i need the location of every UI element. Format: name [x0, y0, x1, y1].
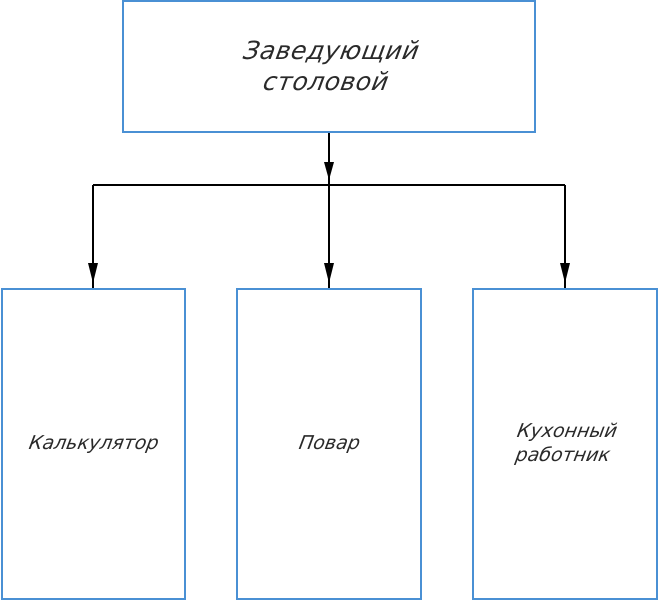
- node-kitchen-worker-label: Кухонный работник: [511, 420, 619, 468]
- node-cook-line-1: Повар: [296, 432, 362, 455]
- node-cook-label: Повар: [296, 432, 362, 456]
- node-head-line-2: столовой: [261, 67, 392, 97]
- connector-arrow-2: [324, 263, 334, 283]
- node-calculator: Калькулятор: [1, 288, 186, 600]
- node-head-of-canteen-label: Заведующий столовой: [236, 35, 423, 98]
- connector-arrow-3: [560, 263, 570, 283]
- node-kitchen-worker-line-1: Кухонный: [515, 420, 620, 443]
- connector-arrow-1: [88, 263, 98, 283]
- node-calculator-line-1: Калькулятор: [26, 432, 161, 455]
- node-kitchen-worker: Кухонный работник: [472, 288, 658, 600]
- node-cook: Повар: [236, 288, 422, 600]
- node-head-of-canteen: Заведующий столовой: [122, 0, 536, 133]
- connector-arrow-trunk: [324, 162, 334, 180]
- node-kitchen-worker-line-2: работник: [513, 444, 613, 466]
- node-calculator-label: Калькулятор: [27, 432, 161, 456]
- node-head-line-1: Заведующий: [241, 36, 423, 66]
